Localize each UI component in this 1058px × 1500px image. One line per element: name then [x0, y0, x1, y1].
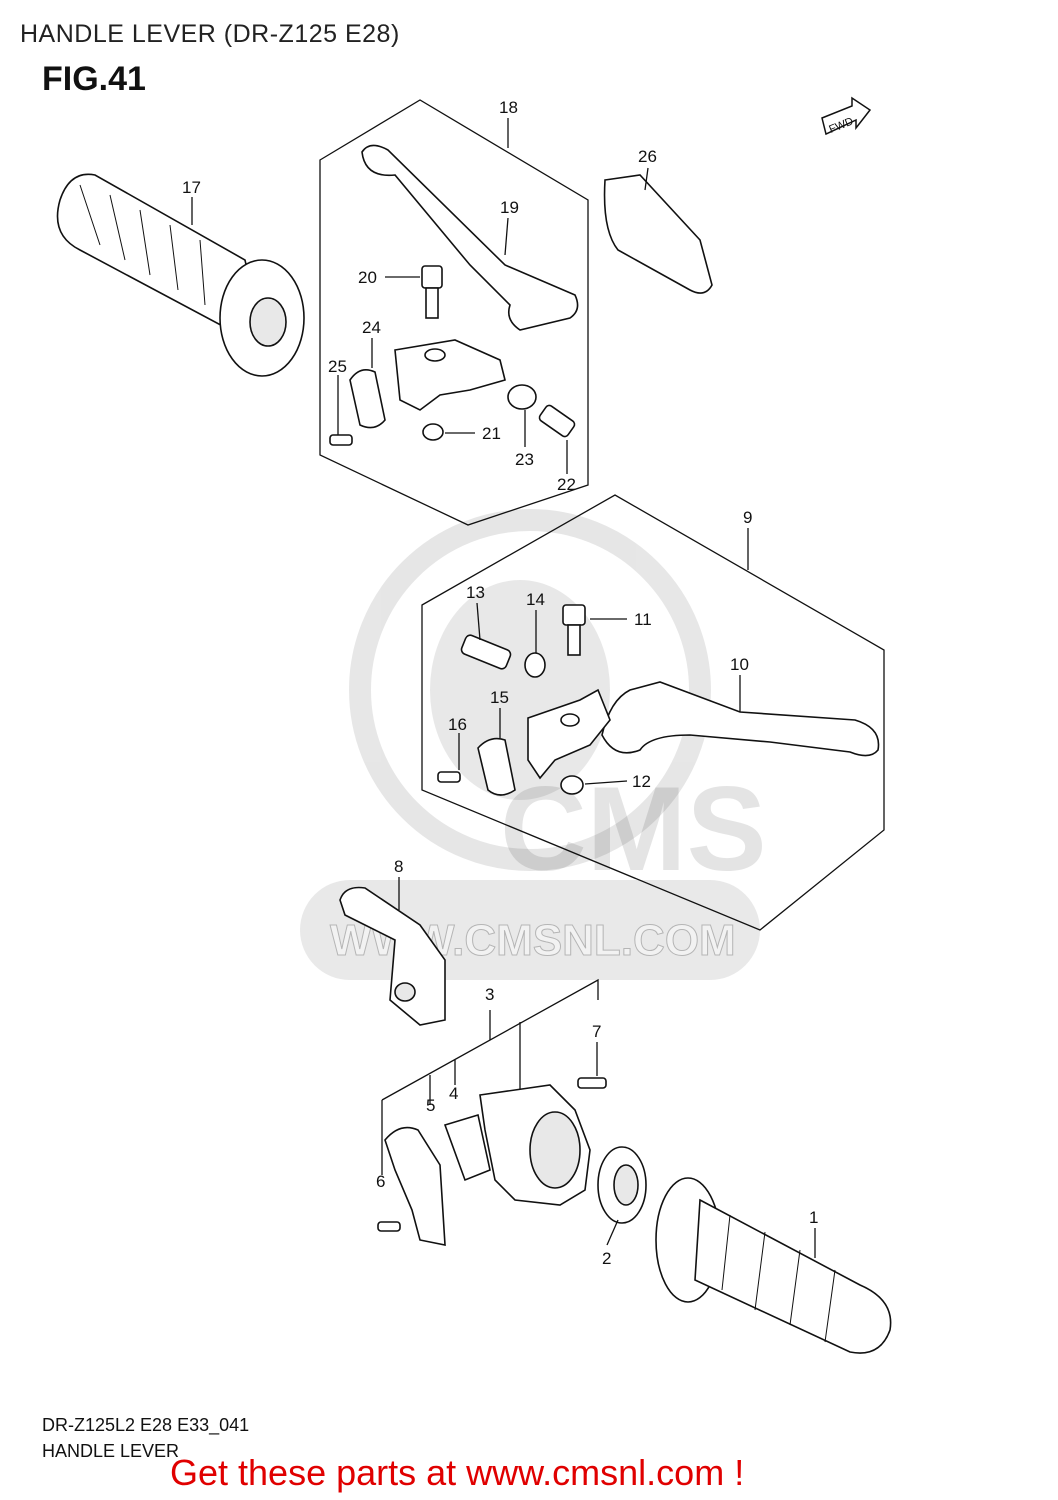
part-adjuster-23: [507, 384, 537, 410]
diagram-subtitle: HANDLE LEVER: [42, 1441, 180, 1461]
bracket-switch-assy: [381, 978, 599, 1101]
part-right-grip: [655, 1177, 892, 1354]
callout-7: 7: [592, 1022, 601, 1041]
callout-9: 9: [743, 508, 752, 527]
callout-11: 11: [634, 610, 652, 629]
frame-brake-lever-assy: [421, 494, 885, 931]
part-switch-lower-case: [443, 1113, 491, 1182]
callout-15: 15: [490, 688, 509, 707]
part-brake-clamp: [477, 737, 516, 796]
fwd-arrow-icon: FWD: [821, 96, 872, 136]
part-brake-holder: [527, 688, 611, 780]
diagram-code: DR-Z125L2 E28 E33_041: [42, 1415, 250, 1435]
part-nut-14: [524, 652, 546, 678]
callout-14: 14: [526, 590, 545, 609]
callout-2: 2: [602, 1249, 611, 1268]
callout-3: 3: [485, 985, 494, 1004]
part-left-grip: [56, 173, 305, 377]
part-brake-lever: [601, 681, 880, 757]
part-nut-12: [560, 775, 584, 795]
part-screw-7: [577, 1077, 607, 1089]
callout-4: 4: [449, 1084, 458, 1103]
callout-6: 6: [376, 1172, 385, 1191]
part-clamp: [329, 369, 386, 446]
watermark-text: CMS: [500, 762, 767, 896]
callout-23: 23: [515, 450, 534, 469]
callout-5: 5: [426, 1096, 435, 1115]
part-pivot-bolt: [421, 265, 443, 319]
callout-19: 19: [500, 198, 519, 217]
callout-24: 24: [362, 318, 381, 337]
part-clutch-holder: [394, 339, 506, 411]
frame-clutch-lever-assy: [319, 99, 589, 526]
callout-21: 21: [482, 424, 501, 443]
callout-18: 18: [499, 98, 518, 117]
part-switch-plate: [377, 1126, 446, 1246]
callout-1: 1: [809, 1208, 818, 1227]
figure-number: FIG.41: [42, 60, 146, 98]
part-cable-adjuster-22: [538, 404, 576, 438]
callout-8: 8: [394, 857, 403, 876]
promo-link[interactable]: Get these parts at www.cmsnl.com !: [170, 1452, 745, 1493]
callout-22: 22: [557, 475, 576, 494]
part-throttle-pipe: [339, 886, 446, 1026]
callout-12: 12: [632, 772, 651, 791]
part-adjuster-13: [460, 634, 512, 670]
callout-26: 26: [638, 147, 657, 166]
page-title: HANDLE LEVER (DR-Z125 E28): [20, 20, 400, 48]
callout-16: 16: [448, 715, 467, 734]
part-brake-pivot-bolt: [562, 604, 586, 656]
callout-13: 13: [466, 583, 485, 602]
part-bolt-16: [437, 771, 461, 783]
part-clutch-lever: [361, 144, 579, 331]
part-switch-housing: [479, 1084, 591, 1206]
part-lever-cover: [603, 174, 713, 294]
part-throttle-collar: [597, 1146, 647, 1224]
callout-10: 10: [730, 655, 749, 674]
callout-25: 25: [328, 357, 347, 376]
part-nut-21: [422, 423, 444, 441]
callout-20: 20: [358, 268, 377, 287]
leader-lines: [191, 118, 816, 1258]
callout-17: 17: [182, 178, 201, 197]
